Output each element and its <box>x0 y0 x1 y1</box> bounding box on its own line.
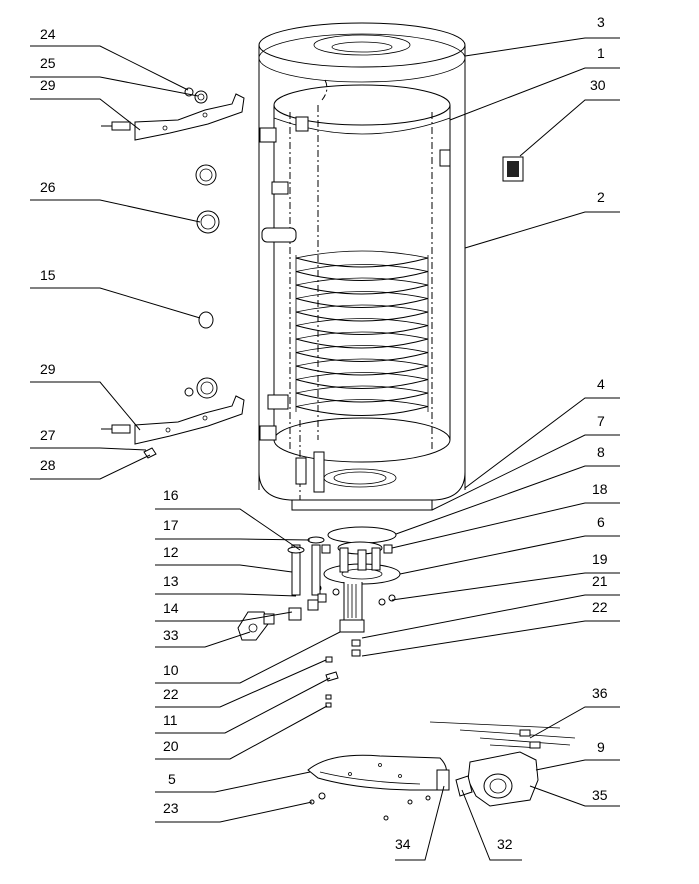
coil-turn <box>295 365 429 376</box>
callout-14: 14 <box>163 600 179 616</box>
hidden-lines <box>289 79 433 500</box>
coil-turn <box>295 271 429 281</box>
callout-17: 17 <box>163 517 179 533</box>
bottom-cover <box>307 754 450 791</box>
callout-27: 27 <box>40 427 56 443</box>
coil-turn <box>295 379 429 389</box>
coil-turn <box>295 406 429 416</box>
callout-11: 11 <box>163 712 178 728</box>
callout-22-right: 22 <box>592 599 608 615</box>
coil-turn-back <box>295 291 429 299</box>
coil-turn-back <box>295 250 429 259</box>
callout-7: 7 <box>597 413 605 429</box>
coil-turn-back <box>295 277 429 286</box>
callout-22-left: 22 <box>163 686 179 702</box>
callout-28: 28 <box>40 457 56 473</box>
callout-9: 9 <box>597 739 605 755</box>
wall-bracket-upper <box>101 87 245 141</box>
pipe-seals-and-plug <box>195 164 220 399</box>
callout-12: 12 <box>163 544 179 560</box>
callout-5: 5 <box>168 771 176 787</box>
callout-35: 35 <box>592 787 608 803</box>
callout-10: 10 <box>163 662 179 678</box>
callout-34: 34 <box>395 836 411 852</box>
coil-turn-back <box>295 304 429 313</box>
callout-30: 30 <box>590 77 606 93</box>
coil-turn <box>295 257 429 268</box>
callout-1: 1 <box>597 45 605 61</box>
coil-turn-back <box>295 372 429 380</box>
callout-labels: 3 1 30 2 4 7 8 18 6 19 21 22 36 9 35 34 … <box>40 14 608 852</box>
callout-36: 36 <box>592 685 608 701</box>
coil-turn-back <box>295 399 429 407</box>
coil-turn <box>295 298 429 308</box>
thermometer <box>502 156 524 182</box>
callout-4: 4 <box>597 376 605 392</box>
flange-assembly <box>314 526 401 657</box>
coil-turn-back <box>295 264 429 272</box>
control-housing <box>455 751 539 807</box>
coil-turn <box>295 352 429 362</box>
coil-turn-back <box>295 385 429 394</box>
sensor-wires <box>429 721 576 749</box>
anode-and-pipes <box>287 536 327 621</box>
callout-2: 2 <box>597 189 605 205</box>
callout-32: 32 <box>497 836 513 852</box>
callout-15: 15 <box>40 267 56 283</box>
coil-turn <box>295 338 429 349</box>
callout-20: 20 <box>163 738 179 754</box>
callout-6: 6 <box>597 514 605 530</box>
callout-3: 3 <box>597 14 605 30</box>
coil-turn-back <box>295 345 429 353</box>
callout-29-lower: 29 <box>40 361 56 377</box>
tank-connection-nozzles <box>259 116 451 493</box>
coil-turn <box>295 325 429 335</box>
callout-29-upper: 29 <box>40 77 56 93</box>
callout-13: 13 <box>163 573 179 589</box>
leader-lines <box>30 37 620 861</box>
coil-turn-back <box>295 331 429 340</box>
small-fittings <box>325 656 339 708</box>
callout-23: 23 <box>163 800 179 816</box>
callout-18: 18 <box>592 481 608 497</box>
coil-turn-back <box>295 318 429 326</box>
callout-24: 24 <box>40 26 56 42</box>
coil-turn <box>295 392 429 403</box>
wall-bracket-lower <box>101 387 245 459</box>
tank-outer-casing <box>258 22 466 511</box>
callout-19: 19 <box>592 551 608 567</box>
coil-turn <box>295 284 429 295</box>
callout-33: 33 <box>163 627 179 643</box>
cover-screws <box>309 792 431 821</box>
coil-turn-back <box>295 358 429 367</box>
callout-25: 25 <box>40 55 56 71</box>
heat-exchanger-coil <box>295 250 429 416</box>
coil-turn <box>295 311 429 322</box>
callout-8: 8 <box>597 444 605 460</box>
callout-16: 16 <box>163 487 179 503</box>
callout-26: 26 <box>40 179 56 195</box>
callout-21: 21 <box>592 573 608 589</box>
coil-sides <box>295 255 429 412</box>
